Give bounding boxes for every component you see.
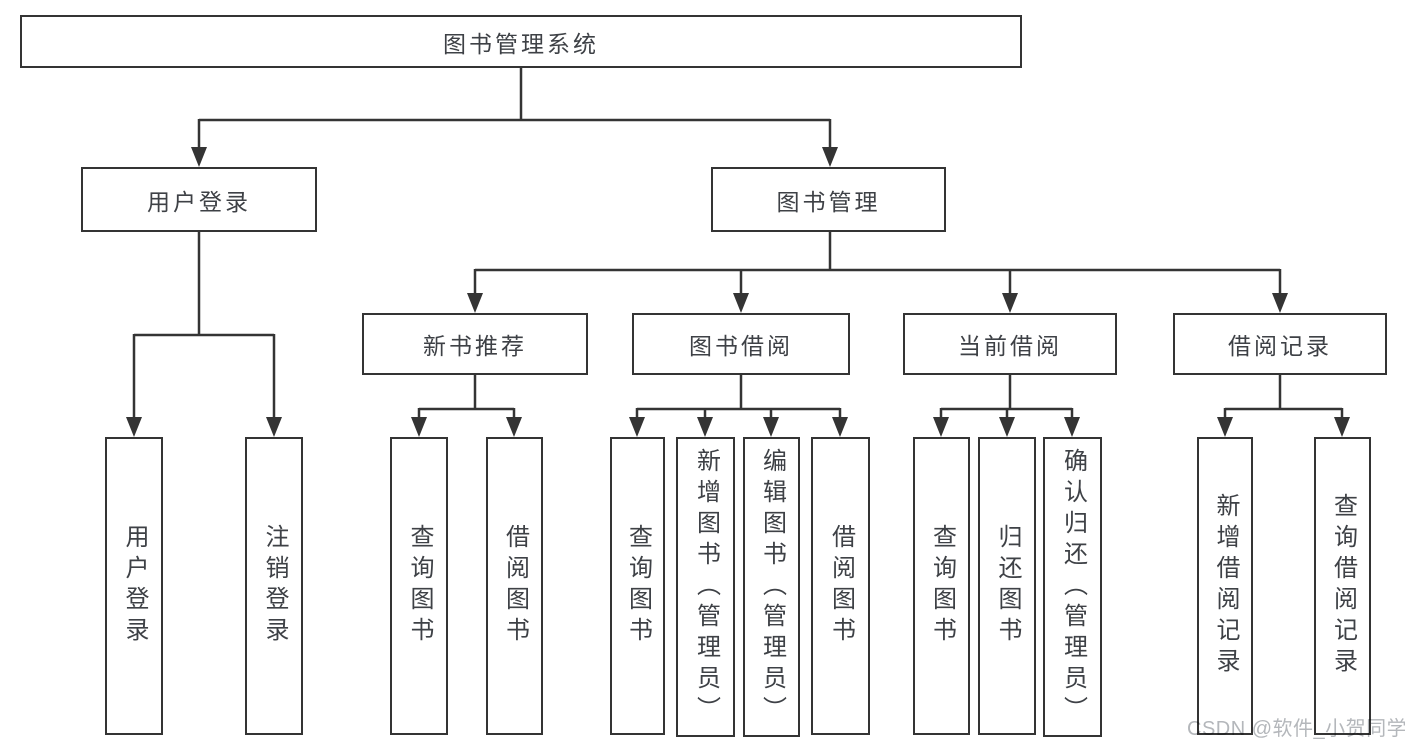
node-user-login: 用户登录	[81, 167, 317, 232]
leaf-query-books-borrow: 查询图书	[610, 437, 665, 735]
node-current-borrowing-label: 当前借阅	[958, 333, 1062, 359]
connector-current-borrow-to-leaves	[933, 374, 1080, 437]
leaf-edit-book-admin-label: 编辑图书（管理员）	[758, 447, 786, 727]
node-current-borrowing: 当前借阅	[903, 313, 1117, 375]
leaf-borrow-books-recommend: 借阅图书	[486, 437, 543, 735]
leaf-user-login: 用户登录	[105, 437, 163, 735]
leaf-add-book-admin: 新增图书（管理员）	[676, 437, 735, 737]
node-book-borrowing: 图书借阅	[632, 313, 850, 375]
root-node-library-system: 图书管理系统	[20, 15, 1022, 68]
leaf-query-books-recommend: 查询图书	[390, 437, 448, 735]
node-borrowing-records: 借阅记录	[1173, 313, 1387, 375]
leaf-query-books-current-label: 查询图书	[928, 524, 956, 648]
connector-borrow-records-to-leaves	[1217, 374, 1350, 437]
root-node-label: 图书管理系统	[443, 30, 599, 57]
leaf-borrow-books-label: 借阅图书	[827, 524, 855, 648]
leaf-logout: 注销登录	[245, 437, 303, 735]
node-user-login-label: 用户登录	[147, 188, 251, 215]
leaf-query-books-current: 查询图书	[913, 437, 970, 735]
node-book-management-label: 图书管理	[776, 188, 881, 215]
node-book-management: 图书管理	[711, 167, 946, 232]
leaf-query-borrow-record: 查询借阅记录	[1314, 437, 1371, 735]
csdn-watermark: CSDN @软件_小贺同学	[1187, 718, 1405, 740]
connector-root-to-level2	[191, 66, 838, 167]
leaf-query-borrow-record-label: 查询借阅记录	[1329, 493, 1357, 679]
connector-book-borrow-to-leaves	[629, 374, 848, 437]
leaf-borrow-books: 借阅图书	[811, 437, 870, 735]
leaf-confirm-return-admin: 确认归还（管理员）	[1043, 437, 1102, 737]
node-new-book-recommend: 新书推荐	[362, 313, 588, 375]
leaf-return-books-label: 归还图书	[994, 524, 1021, 648]
connector-book-mgmt-to-level3	[467, 230, 1288, 313]
connector-new-book-to-leaves	[411, 374, 522, 437]
leaf-return-books: 归还图书	[978, 437, 1036, 735]
leaf-user-login-label: 用户登录	[121, 524, 148, 648]
leaf-add-borrow-record: 新增借阅记录	[1197, 437, 1253, 735]
leaf-query-books-recommend-label: 查询图书	[406, 524, 433, 648]
node-book-borrowing-label: 图书借阅	[689, 333, 793, 359]
leaf-add-borrow-record-label: 新增借阅记录	[1212, 493, 1239, 679]
connector-user-login-to-leaves	[126, 230, 282, 437]
node-new-book-recommend-label: 新书推荐	[423, 333, 527, 359]
leaf-edit-book-admin: 编辑图书（管理员）	[743, 437, 800, 737]
leaf-logout-label: 注销登录	[261, 524, 288, 648]
leaf-confirm-return-admin-label: 确认归还（管理员）	[1059, 447, 1087, 727]
leaf-borrow-books-recommend-label: 借阅图书	[501, 524, 529, 648]
leaf-add-book-admin-label: 新增图书（管理员）	[692, 447, 720, 727]
node-borrowing-records-label: 借阅记录	[1228, 333, 1332, 359]
leaf-query-books-borrow-label: 查询图书	[624, 524, 652, 648]
